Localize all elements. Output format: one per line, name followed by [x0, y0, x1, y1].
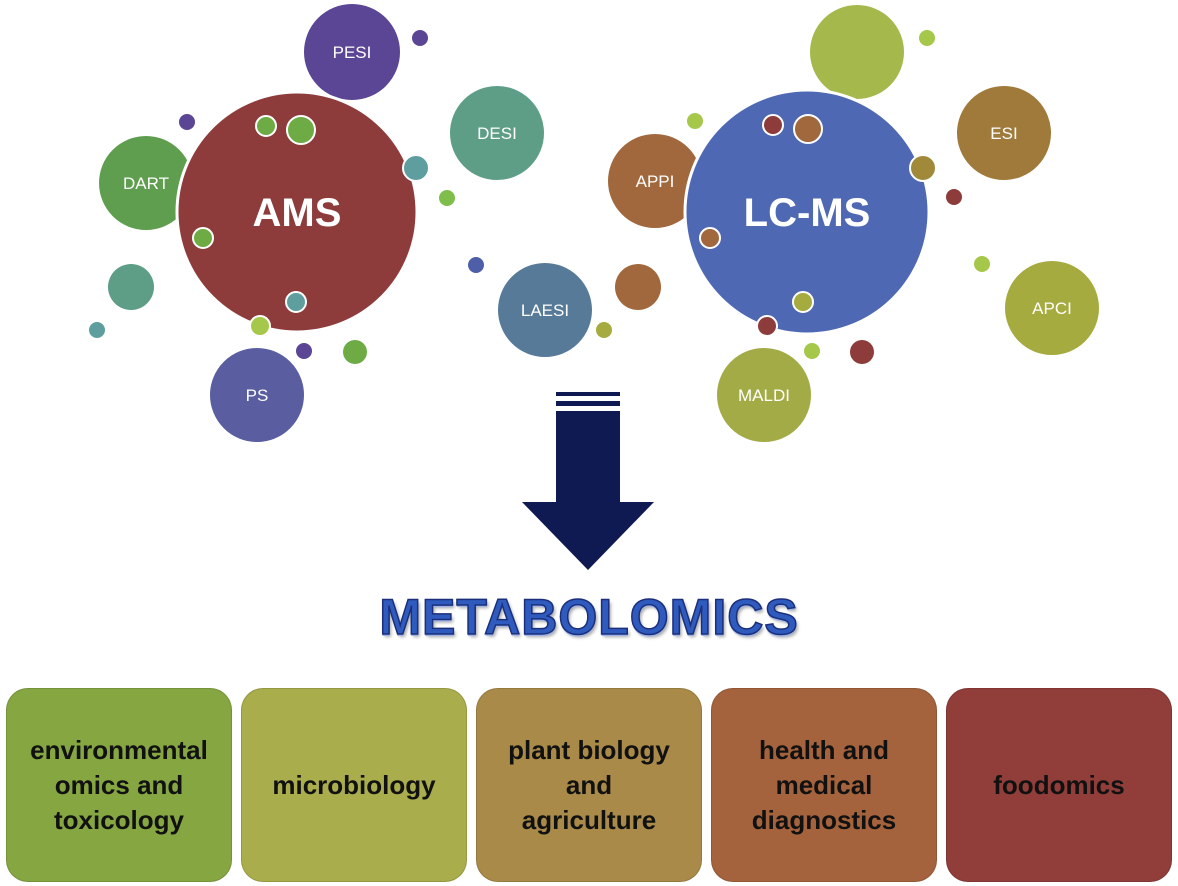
decorative-dots: [89, 5, 990, 364]
decorative-dot: [804, 343, 820, 359]
application-line: and: [565, 769, 613, 800]
bubble-label: DART: [123, 174, 169, 193]
bubble-label: MALDI: [738, 386, 790, 405]
decorative-dot: [402, 154, 430, 182]
bubble-apci: APCI: [1003, 259, 1101, 357]
decorative-dot: [919, 30, 935, 46]
bubble-lcms: LC-MS: [683, 88, 931, 336]
application-environmental-toxicology: environmental omics and toxicology: [6, 688, 232, 882]
application-microbiology: microbiology: [241, 688, 467, 882]
bubble-label: ESI: [990, 124, 1017, 143]
decorative-dot: [699, 227, 721, 249]
bubble-ams: AMS: [175, 90, 419, 334]
decorative-dot: [596, 322, 612, 338]
application-line: agriculture: [521, 804, 657, 835]
bubble-label: PESI: [333, 43, 372, 62]
application-line: plant biology: [508, 734, 670, 765]
decorative-dot: [179, 114, 195, 130]
bubble-dart: DART: [97, 134, 195, 232]
decorative-dot: [762, 114, 784, 136]
bubble-label: AMS: [253, 191, 342, 235]
decorative-dot: [793, 114, 823, 144]
decorative-dot: [468, 257, 484, 273]
application-line: foodomics: [993, 769, 1125, 800]
bubble-label: APPI: [636, 172, 675, 191]
lcms-satellite-dots: [699, 114, 937, 337]
bubble-label: LC-MS: [744, 191, 871, 235]
decorative-dot: [792, 291, 814, 313]
bubble-maldi: MALDI: [715, 346, 813, 444]
decorative-dot: [89, 322, 105, 338]
bubble-label: APCI: [1032, 299, 1072, 318]
bubble-label: DESI: [477, 124, 517, 143]
bubble-ps: PS: [208, 346, 306, 444]
application-plant-biology: plant biology and agriculture: [476, 688, 702, 882]
application-line: medical: [775, 769, 873, 800]
bubble-esi: ESI: [955, 84, 1053, 182]
decorative-dot: [850, 340, 874, 364]
decorative-dot: [249, 315, 271, 337]
bubble-pesi: PESI: [302, 2, 402, 102]
technique-bubbles-diagram: PESI DESI DART AMS PS LAESI APPI LC-MS: [89, 2, 1101, 444]
application-line: omics and: [54, 769, 184, 800]
ams-satellite-dots: [192, 115, 430, 337]
application-health-medical: health and medical diagnostics: [711, 688, 937, 882]
decorative-dot: [615, 264, 661, 310]
decorative-dot: [412, 30, 428, 46]
decorative-dot: [810, 5, 904, 99]
decorative-dot: [285, 291, 307, 313]
decorative-dot: [192, 227, 214, 249]
decorative-dot: [974, 256, 990, 272]
decorative-dot: [909, 154, 937, 182]
down-arrow-icon: [522, 392, 654, 570]
bubble-label: PS: [246, 386, 269, 405]
decorative-dot: [439, 190, 455, 206]
application-foodomics: foodomics: [946, 688, 1172, 882]
application-line: diagnostics: [751, 804, 897, 835]
application-line: microbiology: [272, 769, 436, 800]
application-line: toxicology: [53, 804, 184, 835]
application-line: environmental: [30, 734, 208, 765]
decorative-dot: [255, 115, 277, 137]
decorative-dot: [687, 113, 703, 129]
decorative-dot: [946, 189, 962, 205]
bubble-laesi: LAESI: [496, 261, 594, 359]
decorative-dot: [296, 343, 312, 359]
applications-row: environmental omics and toxicology micro…: [6, 688, 1172, 882]
metabolomics-title: METABOLOMICS: [379, 588, 799, 646]
decorative-dot: [286, 115, 316, 145]
decorative-dot: [756, 315, 778, 337]
decorative-dot: [108, 264, 154, 310]
application-line: health and: [758, 734, 889, 765]
decorative-dot: [343, 340, 367, 364]
bubble-label: LAESI: [521, 301, 569, 320]
bubble-desi: DESI: [448, 84, 546, 182]
